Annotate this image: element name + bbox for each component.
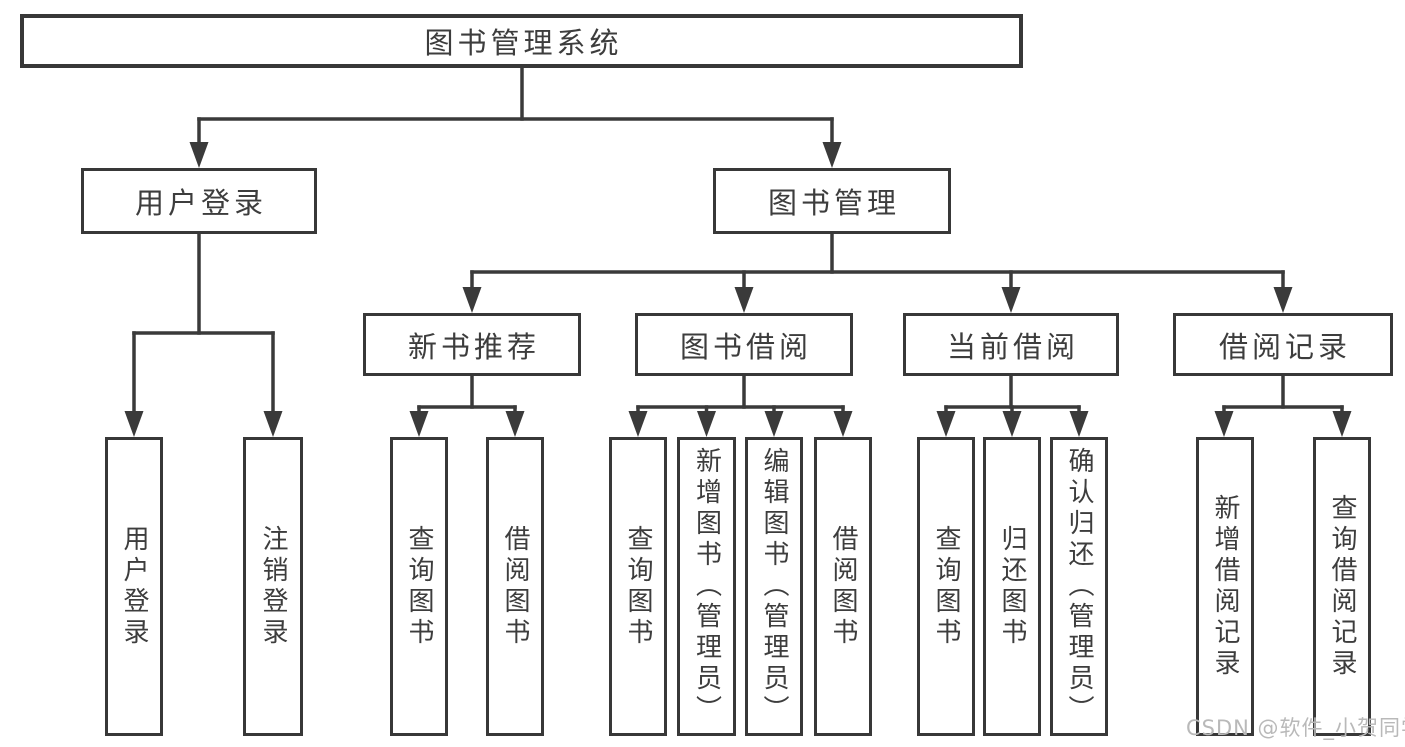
leaf-query-books-current: 查询图书 [917,437,975,736]
node-current-borrowing: 当前借阅 [903,313,1119,376]
node-new-book-recommend: 新书推荐 [363,313,581,376]
leaf-label: 查询图书 [931,524,961,649]
node-label: 当前借阅 [946,329,1079,364]
node-library-management-system: 图书管理系统 [20,14,1023,68]
leaf-label: 借阅图书 [828,524,858,649]
leaf-query-books-borrowing: 查询图书 [609,437,667,736]
leaf-user-login: 用户登录 [105,437,163,736]
node-book-borrowing: 图书借阅 [635,313,853,376]
leaf-label: 归还图书 [997,524,1027,649]
leaf-label: 查询借阅记录 [1327,493,1357,680]
leaf-label: 用户登录 [119,524,149,649]
leaf-label: 新增图书（管理员） [691,447,722,726]
node-user-login: 用户登录 [81,168,317,234]
leaf-query-borrow-record: 查询借阅记录 [1313,437,1371,736]
leaf-label: 注销登录 [258,524,288,649]
csdn-watermark: CSDN @软件_小贺同学 [1186,716,1405,740]
leaf-label: 确认归还（管理员） [1064,447,1094,726]
node-label: 用户登录 [134,186,267,220]
node-book-management: 图书管理 [713,168,951,234]
leaf-label: 查询图书 [623,524,653,649]
leaf-label: 新增借阅记录 [1210,493,1240,680]
leaf-label: 编辑图书（管理员） [759,447,789,726]
leaf-borrow-books-recommend: 借阅图书 [486,437,544,736]
leaf-add-borrow-record: 新增借阅记录 [1196,437,1254,736]
leaf-label: 查询图书 [404,524,434,649]
leaf-edit-books-admin: 编辑图书（管理员） [745,437,803,736]
leaf-logout: 注销登录 [243,437,303,736]
node-borrow-records: 借阅记录 [1173,313,1393,376]
node-label: 图书管理系统 [424,26,623,60]
node-label: 借阅记录 [1218,329,1351,364]
node-label: 图书借阅 [679,329,812,364]
node-label: 新书推荐 [407,329,540,364]
leaf-return-books: 归还图书 [983,437,1041,736]
node-label: 图书管理 [767,186,900,220]
leaf-borrow-books: 借阅图书 [814,437,872,736]
leaf-query-books-recommend: 查询图书 [390,437,448,736]
leaf-confirm-return-admin: 确认归还（管理员） [1050,437,1108,736]
leaf-label: 借阅图书 [500,524,530,649]
leaf-add-books-admin: 新增图书（管理员） [677,437,736,736]
